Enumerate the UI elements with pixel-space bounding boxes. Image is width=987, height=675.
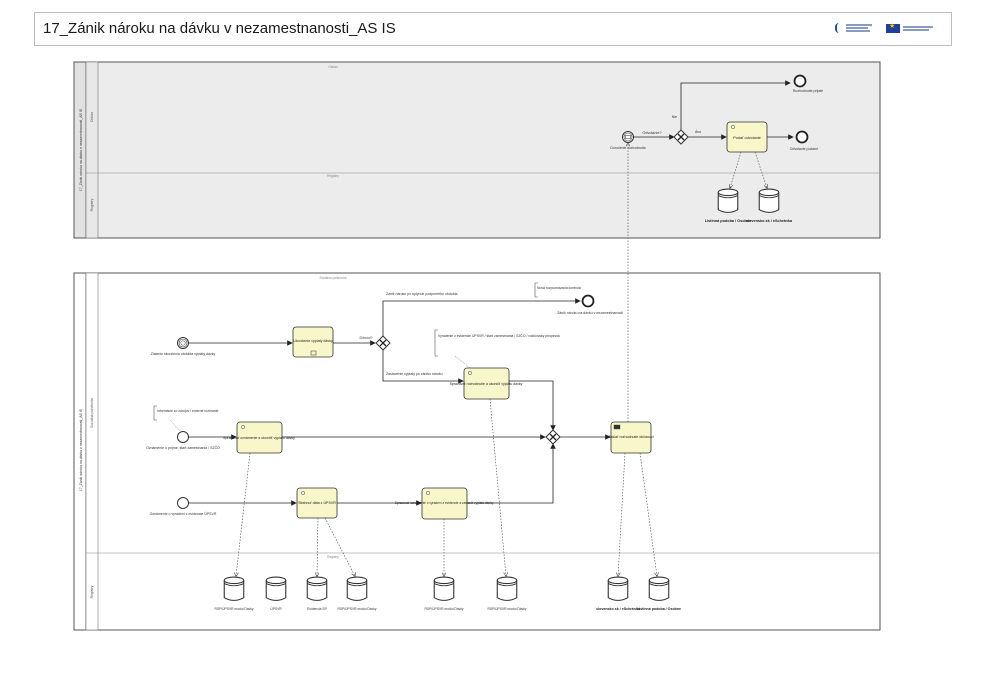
top-lane-citizen-header: Občan (328, 65, 338, 69)
top-lane-citizen-name: Občan (90, 112, 94, 122)
bottom-pool-name: 17_Zánik nároku na dávku v nezamestnanos… (79, 408, 83, 491)
top-pool-name: 17_Zánik nároku na dávku v nezamestnanos… (79, 108, 83, 191)
eu-fund-logo (886, 22, 933, 33)
annotation-no-decision-text: Nová rozpoznávacia kontrola (537, 286, 581, 290)
task-appeal[interactable]: Podať odvolanie (726, 121, 768, 153)
task-load-data[interactable]: Stiahnuť dáta z ÚPSVR (296, 487, 338, 519)
upper-branch-label: Zánik nároku po uplynutí podporného obdo… (386, 292, 457, 296)
bottom-gateway-label: Dôvod? (359, 336, 372, 340)
task-load-data-label: Stiahnuť dáta z ÚPSVR (298, 500, 336, 505)
store-top-eschranka-label: slovensko.sk / eSchránka (746, 219, 793, 223)
eu-flag-icon (886, 22, 900, 33)
task-appeal-label: Podať odvolanie (733, 136, 761, 140)
diagram-title: 17_Zánik nároku na dávku v nezamestnanos… (43, 20, 396, 37)
start-event-delete[interactable]: Oznámenie o vyradení z evidencie ÚPSVR (150, 497, 217, 517)
start-event-notice[interactable]: Oznámenie o príjme, štart zamestnania / … (146, 431, 220, 451)
store-s4-label: RSP/ÚPSVR modul Dávky (337, 607, 376, 611)
annotation-no-decision: Nová rozpoznávacia kontrola (534, 282, 581, 298)
store-s6-label: RSP/ÚPSVR modul Dávky (487, 607, 526, 611)
end-done-label: Odvolanie podané (790, 147, 818, 151)
data-associations (236, 398, 657, 576)
store-s5: RSP/ÚPSVR modul Dávky (424, 576, 464, 611)
store-s5-label: RSP/ÚPSVR modul Dávky (424, 607, 463, 611)
diagram-title-bar: 17_Zánik nároku na dávku v nezamestnanos… (34, 12, 952, 46)
end-event-no-action[interactable]: Zánik nároku na dávku v nezamestnanosti (557, 294, 623, 316)
task-end-payout[interactable]: Ukončenie výplaty dávky (292, 326, 334, 358)
task-decide[interactable]: Spracovať rozhodnutie a ukončiť výplatu … (450, 367, 523, 400)
store-top-paper-label: Listinná podoba / Osobne (705, 219, 752, 223)
ministry-logo (835, 23, 872, 33)
bottom-lane-registry-header: Registry (327, 555, 339, 559)
top-lane-registry-name: Registry (90, 198, 94, 211)
store-top-paper: Listinná podoba / Osobne (705, 188, 752, 223)
store-s8-label: Listinná podoba / Osobne (637, 607, 681, 611)
merge-gateway[interactable] (545, 429, 561, 445)
store-s1-label: RSP/ÚPSVR modul Dávky (214, 607, 253, 611)
store-s1: RSP/ÚPSVR modul Dávky (214, 576, 254, 611)
start-delete-label: Oznámenie o vyradení z evidencie ÚPSVR (150, 512, 217, 516)
end-no-action-label: Zánik nároku na dávku v nezamestnanosti (557, 311, 623, 315)
store-s2-label: ÚPSVR (270, 607, 282, 611)
annotation-decision-reasons: Vyradenie z evidencie ÚPSVR / štart zame… (434, 329, 560, 369)
ministry-logo-mark-icon (835, 23, 843, 33)
annotation-reasons-text: Vyradenie z evidencie ÚPSVR / štart zame… (438, 333, 560, 338)
header-logos (835, 22, 933, 33)
end-event-appeal-accepted[interactable]: Rozhodnutie prijaté (793, 74, 823, 94)
top-gateway-no-label: Nie (672, 115, 677, 119)
task-process-notice-label: Spracovať oznámenie a ukončiť výplatu dá… (223, 436, 295, 440)
store-top-eschranka: slovensko.sk / eSchránka (746, 188, 793, 223)
top-gateway[interactable] (673, 129, 689, 145)
top-gateway-label: Odvolanie? (642, 131, 661, 135)
end-event-appeal-filed[interactable]: Odvolanie podané (790, 130, 818, 152)
task-decide-label: Spracovať rozhodnutie a ukončiť výplatu … (450, 382, 523, 386)
end-appeal-label: Rozhodnutie prijaté (793, 89, 823, 93)
start-eligible-label: Zistenie skončenia obdobia výplaty dávky (151, 352, 216, 356)
start-notice-label: Oznámenie o príjme, štart zamestnania / … (146, 445, 220, 450)
store-s4: RSP/ÚPSVR modul Dávky (337, 576, 377, 611)
bottom-lane-sp-name: Sociálna poisťovňa (90, 398, 94, 428)
bottom-lane-sp-header: Sociálna poisťovňa (319, 276, 346, 280)
store-s7-label: slovensko.sk / eSchránka (596, 607, 641, 611)
task-end-payout-label: Ukončenie výplaty dávky (293, 339, 333, 343)
bottom-lane-registry-name: Registry (90, 585, 94, 598)
task-process-notice[interactable]: Spracovať oznámenie a ukončiť výplatu dá… (223, 421, 295, 454)
task-process-delete[interactable]: Spracovať oznámenie o vyradení z evidenc… (395, 487, 494, 520)
store-s2: ÚPSVR (265, 576, 287, 611)
pool-social-insurance: 17_Zánik nároku na dávku v nezamestnanos… (73, 272, 881, 631)
task-process-delete-label: Spracovať oznámenie o vyradení z evidenc… (395, 501, 494, 505)
store-s3: Evidencia SP (306, 576, 328, 611)
task-send-decision[interactable]: Zaslať rozhodnutie občanovi (608, 421, 654, 454)
store-s8: Listinná podoba / Osobne (637, 576, 681, 611)
lower-branch-label: Zastavenie výplaty po zániku nároku (386, 372, 443, 376)
task-send-label: Zaslať rozhodnutie občanovi (608, 435, 654, 439)
top-gateway-yes-label: Áno (695, 130, 701, 134)
annotation-info-text: Informácie zo zdrojov / externé rozhrani… (157, 409, 219, 413)
store-s7: slovensko.sk / eSchránka (596, 576, 641, 611)
top-lane-registry-header: Registry (327, 174, 339, 178)
store-s6: RSP/ÚPSVR modul Dávky (487, 576, 527, 611)
store-s3-label: Evidencia SP (307, 607, 327, 611)
annotation-info-source: Informácie zo zdrojov / externé rozhrani… (153, 405, 219, 432)
